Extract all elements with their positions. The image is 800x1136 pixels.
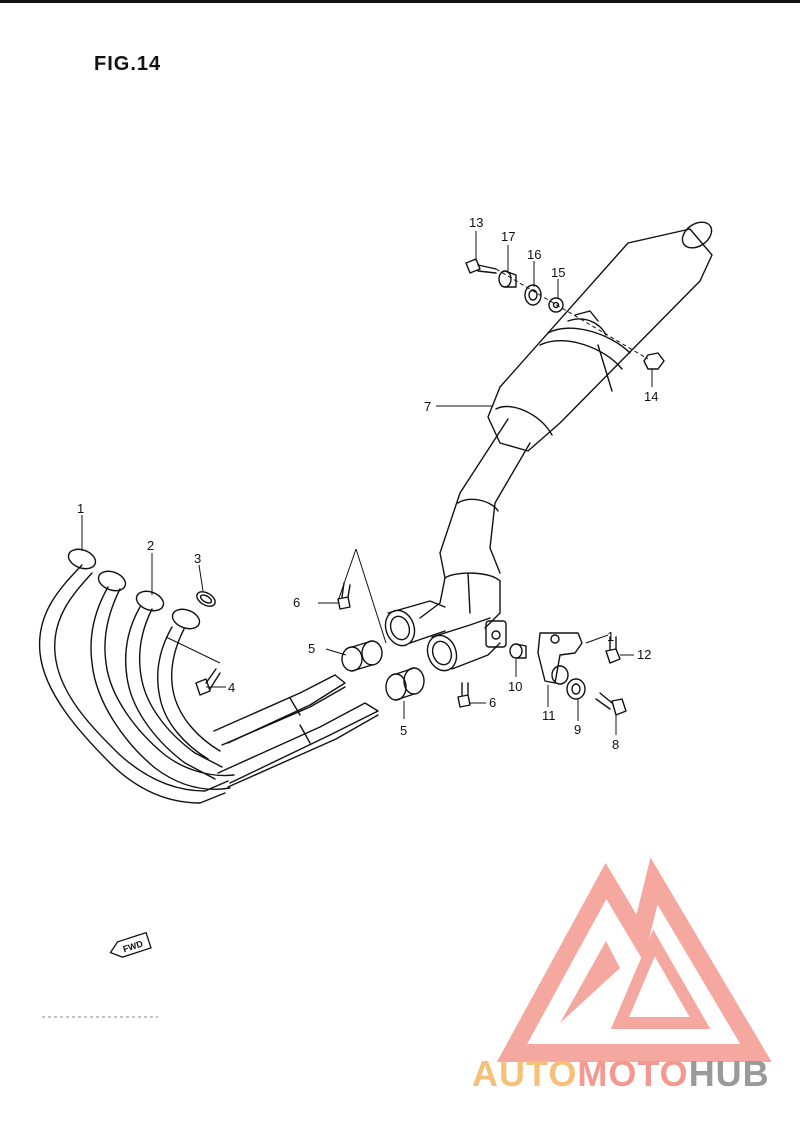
callout-14: 14 [644,389,658,404]
callout-9: 9 [574,722,581,737]
bolt-6-lower [457,682,471,708]
exhaust-diagram: 1 2 3 4 5 5 6 6 7 8 9 10 11 12 13 17 16 … [38,215,772,1062]
callout-labels: 1 2 3 4 5 5 6 6 7 8 9 10 11 12 13 17 16 … [77,215,658,752]
watermark-moto: MOTO [577,1053,689,1094]
bolt-12 [605,636,621,664]
bolt-8 [595,692,627,716]
joint-pipe-clamps [384,600,507,672]
callout-1b: 1 [607,629,614,644]
callout-8: 8 [612,737,619,752]
callout-10: 10 [508,679,522,694]
muffler-clamp-band [567,310,607,336]
callout-6b: 6 [489,695,496,710]
spacer-10 [509,643,527,659]
leader-lines [81,231,653,735]
forward-arrow-icon: FWD [109,931,152,958]
nut-14 [643,352,665,370]
clamp-3 [196,591,216,607]
collar-17 [498,270,517,288]
callout-16: 16 [527,247,541,262]
exhaust-header-pipes [38,548,379,804]
watermark-text: AUTOMOTOHUB [472,1053,770,1095]
callout-15: 15 [551,265,565,280]
muffler [419,221,713,629]
muffler-bracket [537,632,583,685]
gasket-lower [385,667,425,701]
automotohub-logo-icon [496,857,772,1062]
callout-7: 7 [424,399,431,414]
gasket-upper [341,640,383,672]
callout-6a: 6 [293,595,300,610]
callout-13: 13 [469,215,483,230]
callout-17: 17 [501,229,515,244]
callout-3: 3 [194,551,201,566]
figure-title: FIG.14 [94,53,162,75]
callout-5b: 5 [400,723,407,738]
callout-11: 11 [542,708,556,723]
callout-1: 1 [77,501,84,516]
watermark-auto: AUTO [472,1053,578,1094]
callout-5a: 5 [308,641,315,656]
bolt-13 [465,258,497,274]
callout-2: 2 [147,538,154,553]
watermark-hub: HUB [688,1053,770,1094]
callout-4: 4 [228,680,235,695]
bolt-4 [195,668,221,696]
cushion-16 [524,284,542,306]
cushion-9 [566,678,586,700]
washer-15 [548,297,564,313]
callout-12: 12 [637,647,651,662]
